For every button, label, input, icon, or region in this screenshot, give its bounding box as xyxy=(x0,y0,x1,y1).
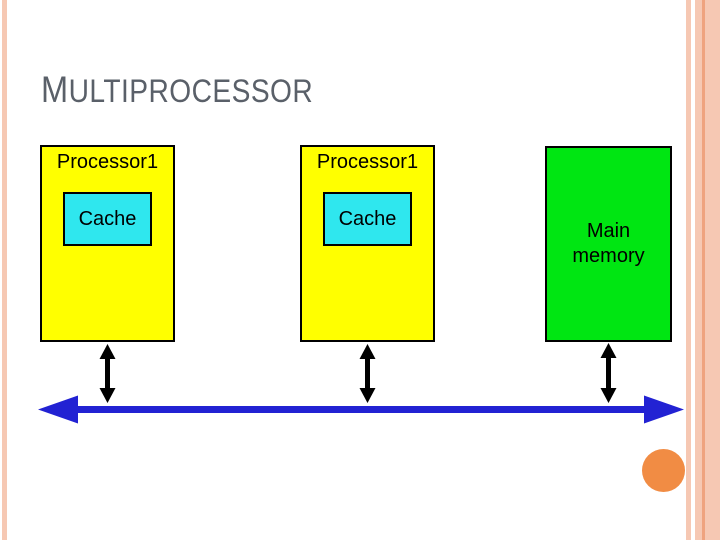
connector-arrow-processor-1 xyxy=(99,344,116,403)
connector-arrow-memory xyxy=(600,343,617,403)
main-memory-box: Main memory xyxy=(545,146,672,342)
processor-box-2: Processor1 Cache xyxy=(300,145,435,342)
left-edge-stripe xyxy=(2,0,7,540)
processor-label: Processor1 xyxy=(316,151,419,173)
connector-arrow-processor-2 xyxy=(359,344,376,403)
processor-label: Processor1 xyxy=(56,151,159,173)
cache-box-2: Cache xyxy=(323,192,412,246)
cache-box-1: Cache xyxy=(63,192,152,246)
bus-arrow xyxy=(38,395,684,424)
processor-box-1: Processor1 Cache xyxy=(40,145,175,342)
decorative-circle xyxy=(642,449,685,492)
main-memory-label: Main memory xyxy=(572,220,645,267)
right-edge-stripe-thin xyxy=(686,0,691,540)
right-edge-stripe-wide xyxy=(694,0,720,540)
slide-title: MULTIPROCESSOR xyxy=(41,69,314,110)
right-edge-stripe-accent xyxy=(702,0,705,540)
